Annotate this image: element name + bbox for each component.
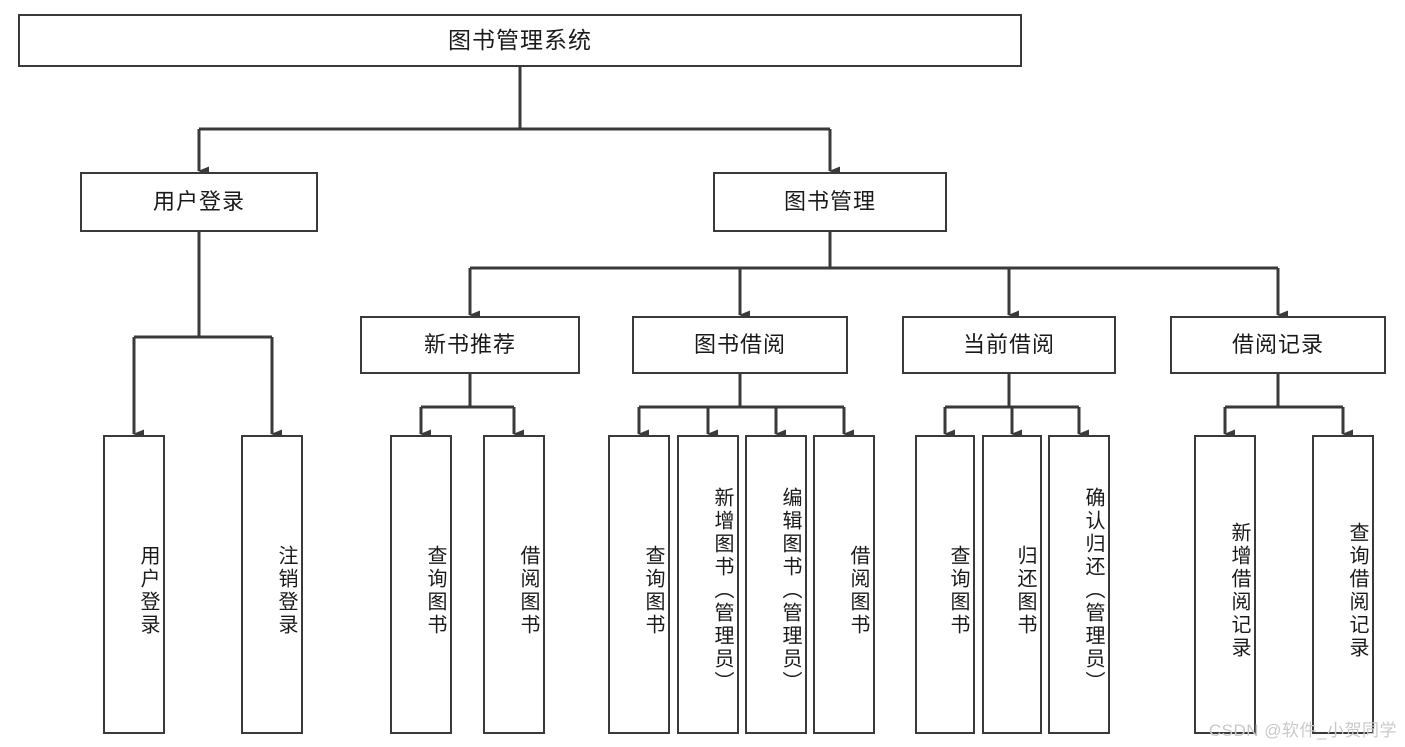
node-label: 编辑图书（管理员） [779,487,801,694]
node-label: 查询借阅记录 [1346,521,1368,660]
node-leaf-cur-1[interactable]: 查询图书 [915,435,975,734]
node-label: 当前借阅 [962,331,1055,357]
node-label: 借阅图书 [517,544,539,637]
node-newbook[interactable]: 新书推荐 [360,316,580,374]
node-label: 新增图书（管理员） [711,487,733,694]
node-label: 用户登录 [152,188,245,214]
node-leaf-bor-3[interactable]: 编辑图书（管理员） [745,435,807,734]
node-label: 图书管理系统 [448,26,592,53]
node-leaf-rec-2[interactable]: 查询借阅记录 [1312,435,1374,734]
node-leaf-login-2[interactable]: 注销登录 [241,435,303,734]
node-leaf-new-2[interactable]: 借阅图书 [483,435,545,734]
node-records[interactable]: 借阅记录 [1170,316,1386,374]
node-borrow[interactable]: 图书借阅 [632,316,848,374]
node-bookmgmt[interactable]: 图书管理 [713,172,947,232]
node-leaf-bor-2[interactable]: 新增图书（管理员） [677,435,739,734]
node-label: 确认归还（管理员） [1082,487,1104,694]
node-label: 借阅记录 [1231,331,1324,357]
node-label: 查询图书 [642,544,664,637]
node-label: 查询图书 [424,544,446,637]
node-label: 用户登录 [137,544,159,637]
node-label: 查询图书 [947,544,969,637]
watermark-text: CSDN @软件_小贺同学 [1208,721,1397,740]
node-leaf-bor-4[interactable]: 借阅图书 [813,435,875,734]
node-label: 图书管理 [783,188,876,214]
node-leaf-login-1[interactable]: 用户登录 [103,435,165,734]
node-label: 图书借阅 [693,331,786,357]
node-leaf-cur-2[interactable]: 归还图书 [982,435,1042,734]
node-leaf-new-1[interactable]: 查询图书 [390,435,452,734]
node-login[interactable]: 用户登录 [80,172,318,232]
node-leaf-cur-3[interactable]: 确认归还（管理员） [1048,435,1110,734]
node-leaf-bor-1[interactable]: 查询图书 [608,435,670,734]
node-label: 归还图书 [1014,544,1036,637]
node-root[interactable]: 图书管理系统 [18,14,1022,67]
node-current[interactable]: 当前借阅 [902,316,1116,374]
node-label: 新书推荐 [423,331,516,357]
node-leaf-rec-1[interactable]: 新增借阅记录 [1194,435,1256,734]
node-label: 注销登录 [275,544,297,637]
node-label: 新增借阅记录 [1228,521,1250,660]
node-label: 借阅图书 [847,544,869,637]
